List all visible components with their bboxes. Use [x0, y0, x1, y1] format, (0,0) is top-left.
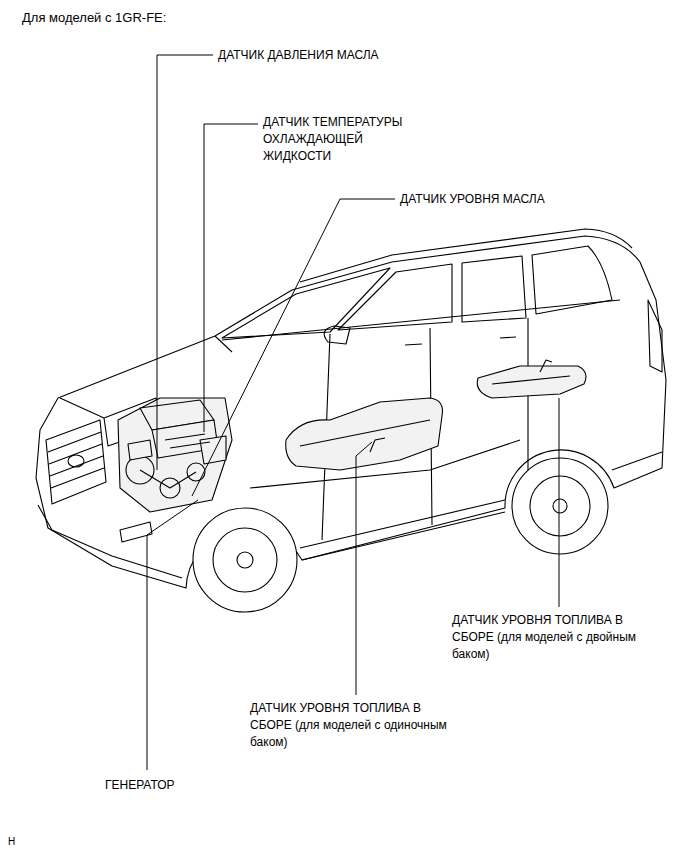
door-handle	[405, 337, 516, 345]
leader-line	[559, 398, 560, 607]
rear-wheel	[512, 458, 608, 554]
title: Для моделей с 1GR-FE:	[22, 9, 166, 26]
leader-line	[157, 55, 213, 470]
leader-line	[192, 199, 395, 496]
figure-code: H	[8, 836, 48, 848]
engine	[118, 398, 232, 512]
label-holder: H	[8, 836, 48, 848]
vehicle-body	[36, 236, 666, 588]
part-label: ДАТЧИК УРОВНЯ ТОПЛИВА В СБОРЕ (для модел…	[250, 700, 450, 751]
fuel-tank-detail	[300, 420, 430, 452]
part-label: ГЕНЕРАТОР	[105, 777, 255, 794]
label-holder: ДАТЧИК УРОВНЯ ТОПЛИВА В СБОРЕ (для модел…	[452, 612, 640, 663]
label-holder: ДАТЧИК ДАВЛЕНИЯ МАСЛА	[218, 47, 478, 64]
part-label: ДАТЧИК УРОВНЯ ТОПЛИВА В СБОРЕ (для модел…	[452, 612, 640, 663]
front-wheel	[193, 508, 297, 612]
emblem	[68, 455, 84, 467]
fuel-tank-detail	[492, 360, 570, 384]
grille-bars	[48, 432, 104, 488]
quarter-window	[532, 246, 612, 314]
leader-line	[204, 124, 258, 432]
label-holder: ГЕНЕРАТОР	[105, 777, 255, 794]
label-holder: ДАТЧИК ТЕМПЕРАТУРЫ ОХЛАЖДАЮЩЕЙ ЖИДКОСТИ	[263, 114, 431, 165]
part-label: ДАТЧИК ДАВЛЕНИЯ МАСЛА	[218, 47, 478, 64]
belt-line	[222, 300, 620, 340]
running-board	[300, 500, 505, 560]
front-bumper	[38, 505, 182, 578]
front-rim	[213, 528, 277, 592]
exhaust	[250, 440, 520, 488]
rear-door-window	[462, 256, 526, 322]
part-label: ДАТЧИК УРОВНЯ МАСЛА	[400, 191, 640, 208]
rear-bumper	[612, 452, 662, 470]
front-hub	[237, 552, 253, 568]
fuel-tank-main	[286, 398, 443, 470]
label-holder: ДАТЧИК УРОВНЯ ТОПЛИВА В СБОРЕ (для модел…	[250, 700, 450, 751]
grille	[46, 420, 106, 504]
roof-rail	[300, 229, 632, 282]
rear-lamp	[648, 300, 662, 372]
part-label: ДАТЧИК ТЕМПЕРАТУРЫ ОХЛАЖДАЮЩЕЙ ЖИДКОСТИ	[263, 114, 431, 165]
front-door-window	[338, 264, 452, 330]
rear-rim	[530, 476, 590, 536]
title-holder: Для моделей с 1GR-FE:	[22, 9, 166, 26]
leader-line	[356, 442, 372, 695]
leader-line	[147, 500, 198, 770]
label-holder: ДАТЧИК УРОВНЯ МАСЛА	[400, 191, 640, 208]
rear-hub	[553, 499, 567, 513]
fuel-tank-sub	[477, 366, 586, 398]
